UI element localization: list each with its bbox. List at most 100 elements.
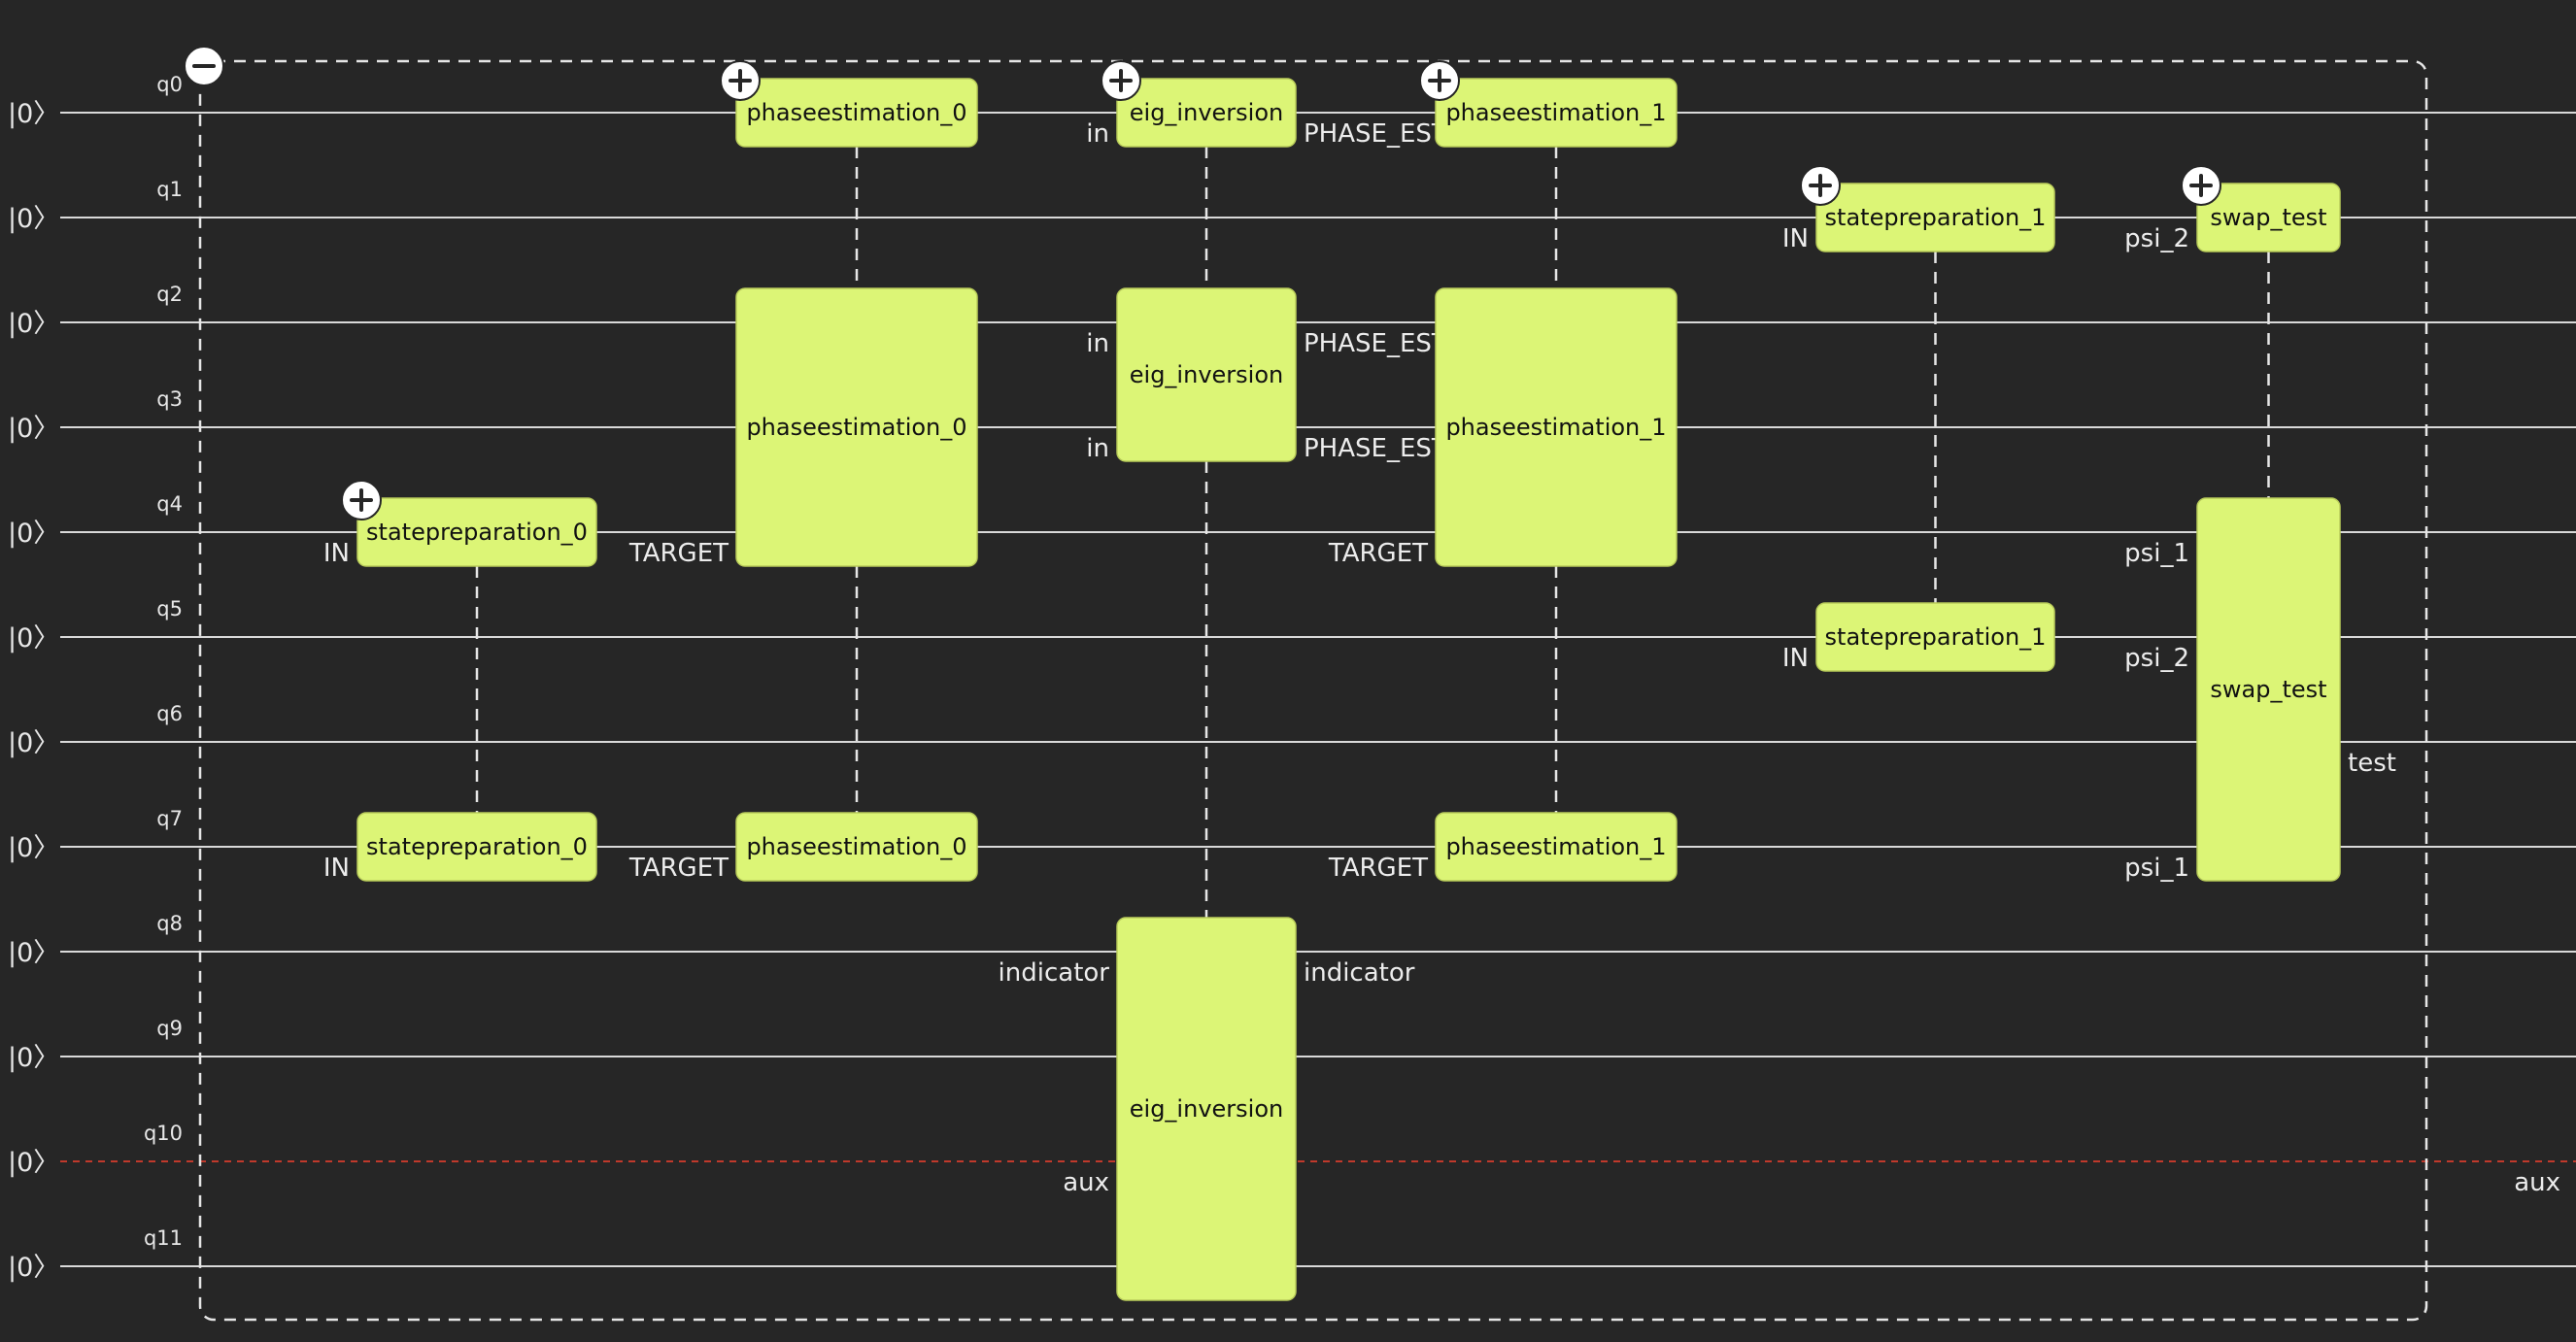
gate-box[interactable] xyxy=(1116,287,1297,462)
gate-label: swap_test xyxy=(2210,676,2326,703)
output-port-label: PHASE_EST xyxy=(1304,434,1447,463)
qubit-name-label: q0 xyxy=(156,73,183,96)
gate-label: phaseestimation_0 xyxy=(746,99,966,126)
initial-state-label: |0〉 xyxy=(8,309,59,339)
initial-state-label: |0〉 xyxy=(8,623,59,654)
input-port-label: TARGET xyxy=(1328,539,1428,568)
gate-box[interactable] xyxy=(735,78,978,148)
qubit-name-label: q5 xyxy=(156,597,183,621)
gate-box[interactable] xyxy=(1435,78,1678,148)
output-port-label: PHASE_EST xyxy=(1304,119,1447,149)
input-port-label: TARGET xyxy=(628,539,729,568)
gate-label: statepreparation_1 xyxy=(1825,623,2047,651)
toggles-layer xyxy=(184,46,2221,520)
gate-eig_inversion[interactable]: eig_inversion indicator aux indicator xyxy=(999,917,1415,1301)
gate-box[interactable] xyxy=(1815,602,2055,672)
gate-box[interactable] xyxy=(1435,812,1678,882)
gate-box[interactable] xyxy=(1815,183,2055,252)
initial-state-label: |0〉 xyxy=(8,519,59,549)
gate-label: phaseestimation_1 xyxy=(1445,833,1666,860)
gate-box[interactable] xyxy=(1435,287,1678,567)
initial-state-label: |0〉 xyxy=(8,833,59,863)
initial-state-label: |0〉 xyxy=(8,1148,59,1178)
input-port-label: TARGET xyxy=(1328,854,1428,883)
gate-label: eig_inversion xyxy=(1130,99,1283,126)
gate-statepreparation_0[interactable]: statepreparation_0IN xyxy=(323,812,597,883)
gate-label: statepreparation_0 xyxy=(366,833,588,860)
gate-label: statepreparation_1 xyxy=(1825,204,2047,231)
initial-state-label: |0〉 xyxy=(8,1043,59,1073)
gate-box[interactable] xyxy=(356,812,597,882)
expand-icon[interactable] xyxy=(1419,60,1460,101)
qubit-name-label: q3 xyxy=(156,387,183,411)
gate-label: phaseestimation_1 xyxy=(1445,99,1666,126)
input-port-label: TARGET xyxy=(628,854,729,883)
initial-state-label: |0〉 xyxy=(8,938,59,968)
expand-icon[interactable] xyxy=(720,60,761,101)
gate-label: eig_inversion xyxy=(1130,1095,1283,1123)
expand-icon[interactable] xyxy=(1800,165,1841,206)
right-wire-label: aux xyxy=(2514,1168,2560,1197)
input-port-label: in xyxy=(1086,434,1109,463)
gate-box[interactable] xyxy=(2196,183,2341,252)
gate-statepreparation_1[interactable]: statepreparation_1IN xyxy=(1782,602,2055,673)
expand-icon[interactable] xyxy=(1101,60,1141,101)
gate-box[interactable] xyxy=(2196,497,2341,882)
qubit-name-label: q7 xyxy=(156,807,183,830)
input-port-label: psi_2 xyxy=(2124,224,2189,253)
input-port-label: IN xyxy=(1782,224,1809,253)
gate-phaseestimation_0[interactable]: phaseestimation_0 xyxy=(735,78,978,148)
initial-state-label: |0〉 xyxy=(8,204,59,234)
gate-statepreparation_0[interactable]: statepreparation_0IN xyxy=(323,497,597,568)
input-port-label: psi_1 xyxy=(2124,854,2189,883)
gate-phaseestimation_1[interactable]: phaseestimation_1 xyxy=(1435,78,1678,148)
main-function-boundary xyxy=(198,59,2428,1322)
gate-label: statepreparation_0 xyxy=(366,519,588,546)
gate-box[interactable] xyxy=(735,812,978,882)
qubit-name-label: q11 xyxy=(144,1226,183,1250)
collapse-icon[interactable] xyxy=(184,46,224,86)
output-port-label: indicator xyxy=(1304,958,1415,988)
qubit-name-label: q8 xyxy=(156,912,183,935)
input-port-label: in xyxy=(1086,119,1109,149)
qubit-name-label: q2 xyxy=(156,283,183,306)
qubit-name-label: q9 xyxy=(156,1017,183,1040)
gate-label: eig_inversion xyxy=(1130,361,1283,388)
gate-box[interactable] xyxy=(1116,78,1297,148)
input-port-label: aux xyxy=(1063,1168,1109,1197)
initial-state-label: |0〉 xyxy=(8,414,59,444)
input-port-label: IN xyxy=(1782,644,1809,673)
gate-swap_test[interactable]: swap_test psi_2 xyxy=(2124,183,2341,253)
input-port-label: indicator xyxy=(999,958,1110,988)
qubit-name-label: q4 xyxy=(156,492,183,516)
initial-state-label: |0〉 xyxy=(8,728,59,758)
input-port-label: IN xyxy=(323,854,350,883)
qubit-name-label: q1 xyxy=(156,178,183,201)
gate-label: phaseestimation_0 xyxy=(746,414,966,441)
wires-layer: |0〉 q0 |0〉 q1 |0〉 q2 |0〉 q3 |0〉 q4 |0〉 q5 |0〉 q6 |0〉 q7… xyxy=(8,73,2576,1283)
expand-icon[interactable] xyxy=(2181,165,2221,206)
gate-box[interactable] xyxy=(735,287,978,567)
connectors-layer xyxy=(198,59,2428,1322)
gate-box[interactable] xyxy=(356,497,597,567)
gate-statepreparation_1[interactable]: statepreparation_1IN xyxy=(1782,183,2055,253)
output-port-label: PHASE_EST xyxy=(1304,329,1447,358)
gates-layer: statepreparation_0INstatepreparation_0IN… xyxy=(323,78,2396,1301)
gate-label: phaseestimation_1 xyxy=(1445,414,1666,441)
qubit-name-label: q6 xyxy=(156,702,183,725)
gate-label: swap_test xyxy=(2210,204,2326,231)
expand-icon[interactable] xyxy=(341,480,382,520)
initial-state-label: |0〉 xyxy=(8,1253,59,1283)
input-port-label: psi_2 xyxy=(2124,644,2189,673)
gate-box[interactable] xyxy=(1116,917,1297,1301)
gate-label: phaseestimation_0 xyxy=(746,833,966,860)
input-port-label: IN xyxy=(323,539,350,568)
